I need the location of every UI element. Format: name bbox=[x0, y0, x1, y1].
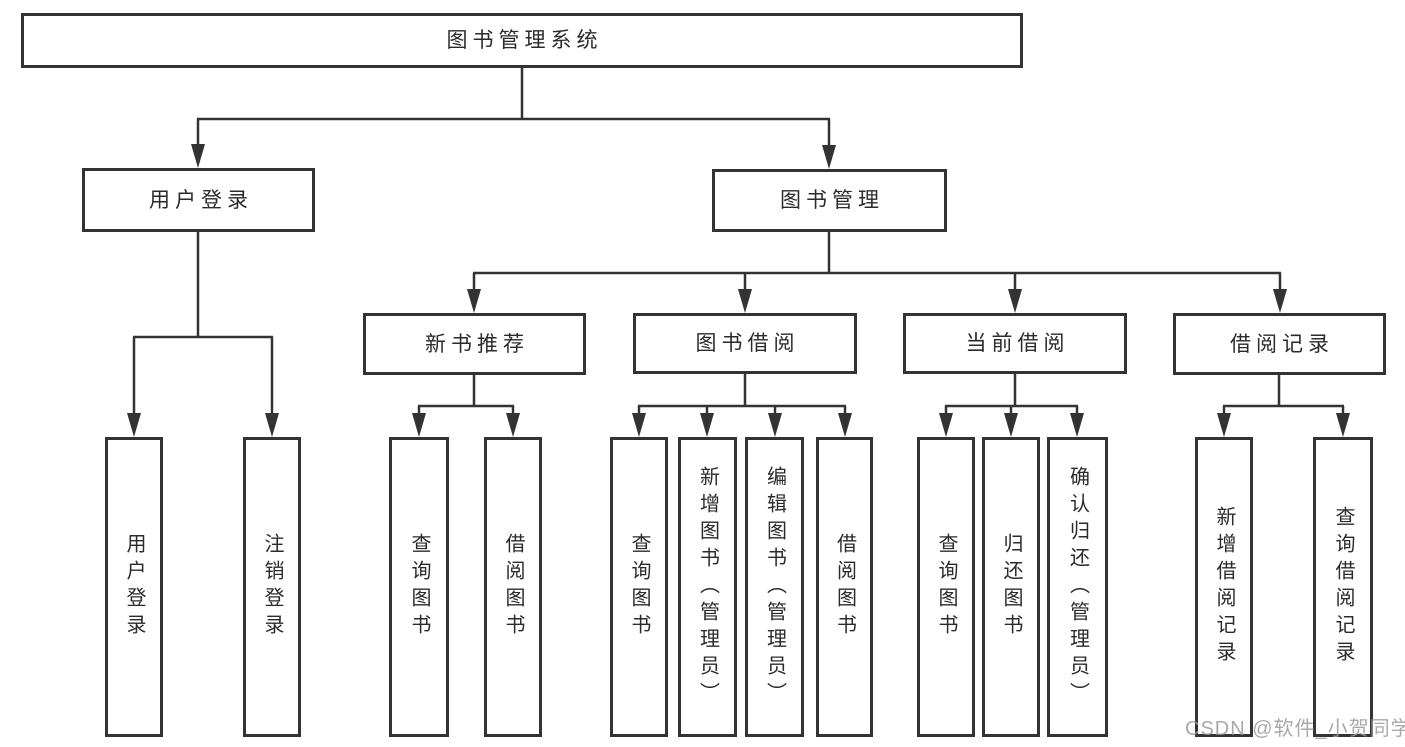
node-label: 查询图书 bbox=[935, 533, 957, 641]
node-label: 注销登录 bbox=[261, 533, 283, 641]
csdn-watermark: CSDN @软件_小贺同学 bbox=[1185, 718, 1405, 740]
node-label: 用户登录 bbox=[123, 533, 145, 641]
leaf-borrow-books: 借阅图书 bbox=[816, 437, 873, 737]
node-label: 图书借阅 bbox=[695, 332, 800, 355]
node-label: 新书推荐 bbox=[425, 332, 529, 356]
node-label: 当前借阅 bbox=[965, 332, 1070, 355]
leaf-confirm-return-admin: 确认归还（管理员） bbox=[1047, 437, 1108, 737]
arrowheads bbox=[127, 144, 1350, 437]
node-label: 新增借阅记录 bbox=[1213, 506, 1235, 668]
node-label: 借阅图书 bbox=[833, 533, 856, 641]
leaf-borrow-books-newbook: 借阅图书 bbox=[484, 437, 542, 737]
node-label: 确认归还（管理员） bbox=[1066, 465, 1089, 709]
node-label: 查询图书 bbox=[408, 533, 430, 641]
node-label: 借阅图书 bbox=[502, 533, 524, 641]
node-borrow-record: 借阅记录 bbox=[1173, 313, 1386, 375]
leaf-user-login: 用户登录 bbox=[105, 437, 163, 737]
node-label: 查询借阅记录 bbox=[1332, 506, 1354, 668]
leaf-query-books-current: 查询图书 bbox=[917, 437, 975, 737]
node-label: 图书管理系统 bbox=[446, 29, 603, 52]
node-label: 借阅记录 bbox=[1230, 332, 1334, 356]
node-label: 新增图书（管理员） bbox=[696, 465, 719, 709]
node-label: 查询图书 bbox=[628, 533, 650, 641]
node-label: 归还图书 bbox=[1000, 533, 1022, 641]
leaf-logout-login: 注销登录 bbox=[243, 437, 301, 737]
leaf-query-borrow-record: 查询借阅记录 bbox=[1313, 437, 1373, 737]
node-label: 图书管理 bbox=[780, 189, 884, 212]
node-library-management-system: 图书管理系统 bbox=[21, 13, 1023, 68]
node-label: 编辑图书（管理员） bbox=[763, 465, 786, 709]
node-label: 用户登录 bbox=[149, 188, 253, 212]
node-book-management: 图书管理 bbox=[712, 169, 947, 232]
leaf-query-books-borrow: 查询图书 bbox=[610, 437, 668, 737]
node-book-borrow: 图书借阅 bbox=[633, 313, 857, 374]
node-current-borrow: 当前借阅 bbox=[903, 313, 1127, 374]
node-new-book-recommend: 新书推荐 bbox=[363, 313, 586, 375]
leaf-edit-books-admin: 编辑图书（管理员） bbox=[745, 437, 804, 737]
leaf-query-books-newbook: 查询图书 bbox=[389, 437, 449, 737]
node-user-login: 用户登录 bbox=[82, 168, 315, 232]
leaf-add-books-admin: 新增图书（管理员） bbox=[678, 437, 737, 737]
leaf-return-books: 归还图书 bbox=[982, 437, 1040, 737]
leaf-add-borrow-record: 新增借阅记录 bbox=[1195, 437, 1253, 737]
